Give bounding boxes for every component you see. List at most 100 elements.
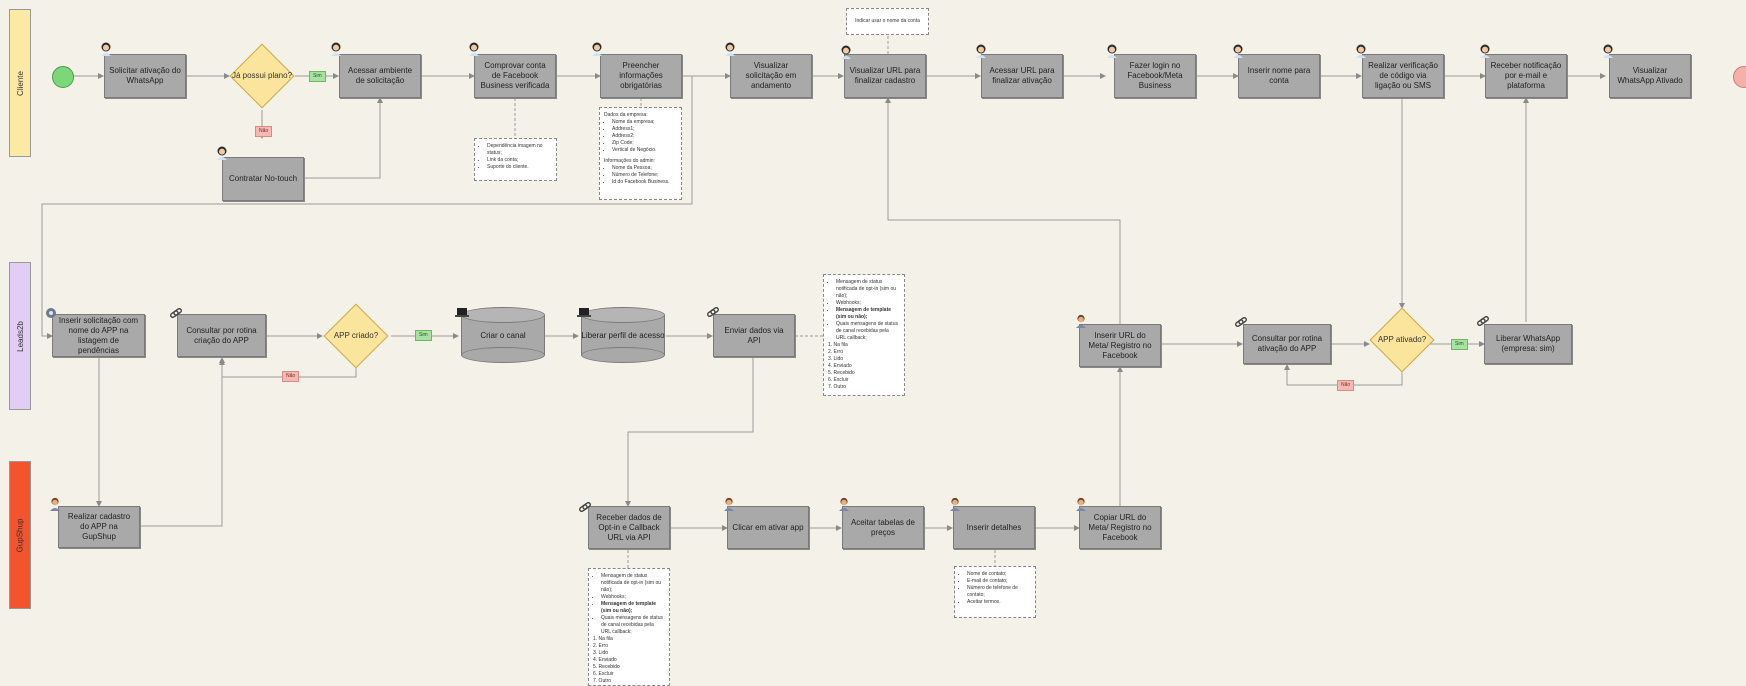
tag-sim: Sim [1451,339,1468,350]
note-item: Quais mensagens de status de canal receb… [836,321,900,342]
note-item: 4. Enviado [593,657,617,663]
edge [304,97,383,179]
note-api-bottom: Mensagem de status notificada de opt-in … [588,568,670,686]
note-item: E-mail de contato; [967,578,1031,585]
task-comprovar[interactable]: Comprovar conta de Facebook Business ver… [474,54,556,98]
task-receber-notificacao[interactable]: Receber notificação por e-mail e platafo… [1485,54,1567,98]
lane-label: GupShup [15,518,25,552]
task-visualizar-url[interactable]: Visualizar URL para finalizar cadastro [844,54,926,98]
note-item: Dependência imagem no status; [487,143,552,157]
edge [41,75,693,339]
tag-sim: Sim [309,71,326,82]
gateway-app-criado[interactable]: APP criado? [323,303,389,369]
note-api-top: Mensagem de status notificada de opt-in … [823,274,905,396]
note-item: Vertical de Negócio. [612,147,677,154]
note-item: Número de Telefone; [612,172,677,179]
tag-nao: Não [282,371,300,382]
note-heading: Dados da empresa: [604,112,648,118]
note-item: Webhooks; [836,300,900,307]
edge [139,357,225,527]
task-preencher[interactable]: Preencher informações obrigatórias [600,54,682,98]
note-nome-conta: Indicar usar o nome da conta [846,8,929,35]
tag-nao: Não [1337,380,1355,391]
note-heading: Informações do admin: [604,158,655,164]
task-inserir-url-meta[interactable]: Inserir URL do Meta/ Registro no Faceboo… [1079,324,1161,367]
task-receber-dados[interactable]: Receber dados de Opt-in e Callback URL v… [588,506,670,549]
note-item: 6. Excluir [828,377,849,383]
note-item: 2. Erro [828,349,844,355]
gateway-label: APP criado? [333,331,379,340]
task-consultar-ativacao[interactable]: Consultar por rotina ativação do APP [1243,324,1331,364]
gateway-label: Já possui plano? [231,71,293,80]
note-item: 3. Lido [828,356,844,362]
task-inserir-detalhes[interactable]: Inserir detalhes [953,506,1035,549]
note-item: Address2; [612,133,677,140]
note-item: Nome da Pessoa; [612,165,677,172]
task-acessar-ambiente[interactable]: Acessar ambiente de solicitação [339,54,421,98]
task-aceitar-tabelas[interactable]: Aceitar tabelas de preços [842,506,924,549]
note-item: 4. Enviado [828,363,852,369]
note-item: Quais mensagens de status de canal receb… [601,615,665,636]
task-acessar-url[interactable]: Acessar URL para finalizar ativação [981,54,1063,98]
note-item: Suporte do cliente. [487,164,552,171]
edge [625,356,754,507]
note-item: Aceitar termos. [967,599,1031,606]
task-clicar-ativar[interactable]: Clicar em ativar app [727,506,809,549]
task-realizar-verificacao[interactable]: Realizar verificação de código via ligaç… [1362,54,1444,98]
note-item: 7. Outro [828,384,847,390]
task-realizar-cadastro[interactable]: Realizar cadastro do APP na GupShup [58,506,140,548]
note-detalhes: Nome de contato; E-mail de contato; Núme… [954,566,1036,618]
datastore-label: Liberar perfil de acesso [581,331,665,340]
note-item: Id do Facebook Business. [612,179,677,186]
task-consultar-criacao[interactable]: Consultar por rotina criação do APP [177,314,266,357]
datastore-label: Criar o canal [480,331,526,340]
lane-gupshup: GupShup [9,461,31,609]
note-item: Link da conta; [487,157,552,164]
note-item: 3. Lido [593,650,609,656]
gateway-label: APP ativado? [1377,335,1427,344]
task-fazer-login[interactable]: Fazer login no Facebook/Meta Business [1114,54,1196,98]
note-item: Mensagem de status notificada de opt-in … [601,573,665,594]
note-item: Mensagem de template (sim ou não); [836,307,900,321]
datastore-liberar-perfil[interactable]: Liberar perfil de acesso [581,307,665,363]
note-item: Nome de contato; [967,571,1031,578]
note-item: Zip Code; [612,140,677,147]
datastore-criar-canal[interactable]: Criar o canal [461,307,545,363]
lane-leads2b: Leads2b [9,262,31,410]
task-solicitar[interactable]: Solicitar ativação do WhatsApp [104,54,186,98]
tag-sim: Sim [415,330,432,341]
task-inserir-solicitacao[interactable]: Inserir solicitação com nome do APP na l… [52,314,145,357]
task-copiar-url[interactable]: Copiar URL do Meta/ Registro no Facebook [1079,506,1161,549]
note-item: 5. Recebido [828,370,855,376]
note-item: 1. Na fila [828,342,848,348]
task-enviar-dados[interactable]: Enviar dados via API [713,314,795,357]
note-preencher: Dados da empresa: Nome da empresa; Addre… [599,107,682,200]
tag-nao: Não [255,126,273,137]
note-item: Número de telefone de contato; [967,585,1031,599]
start-event[interactable] [52,66,74,88]
task-visualizar-ativado[interactable]: Visualizar WhatsApp Ativado [1609,54,1691,98]
note-item: 5. Recebido [593,664,620,670]
gateway-app-ativado[interactable]: APP ativado? [1369,307,1435,373]
note-item: Mensagem de status notificada de opt-in … [836,279,900,300]
note-item: Nome da empresa; [612,119,677,126]
note-item: Address1; [612,126,677,133]
note-item: 7. Outro [593,678,612,684]
edge [885,97,1121,324]
task-liberar-whatsapp[interactable]: Liberar WhatsApp (empresa: sim) [1484,324,1572,364]
task-contratar[interactable]: Contratar No-touch [222,157,304,201]
note-text: Indicar usar o nome da conta [855,18,920,24]
note-item: Mensagem de template (sim ou não); [601,601,665,615]
note-comprovar: Dependência imagem no status; Link da co… [474,138,557,181]
task-visualizar-andamento[interactable]: Visualizar solicitação em andamento [730,54,812,98]
note-item: 6. Excluir [593,671,614,677]
note-item: Webhooks; [601,594,665,601]
lane-label: Leads2b [15,320,25,352]
note-item: 2. Erro [593,643,609,649]
lane-cliente: Cliente [9,9,31,157]
note-item: 1. Na fila [593,636,613,642]
task-inserir-nome[interactable]: Inserir nome para conta [1238,54,1320,98]
gateway-ja-possui[interactable]: Já possui plano? [229,43,295,109]
